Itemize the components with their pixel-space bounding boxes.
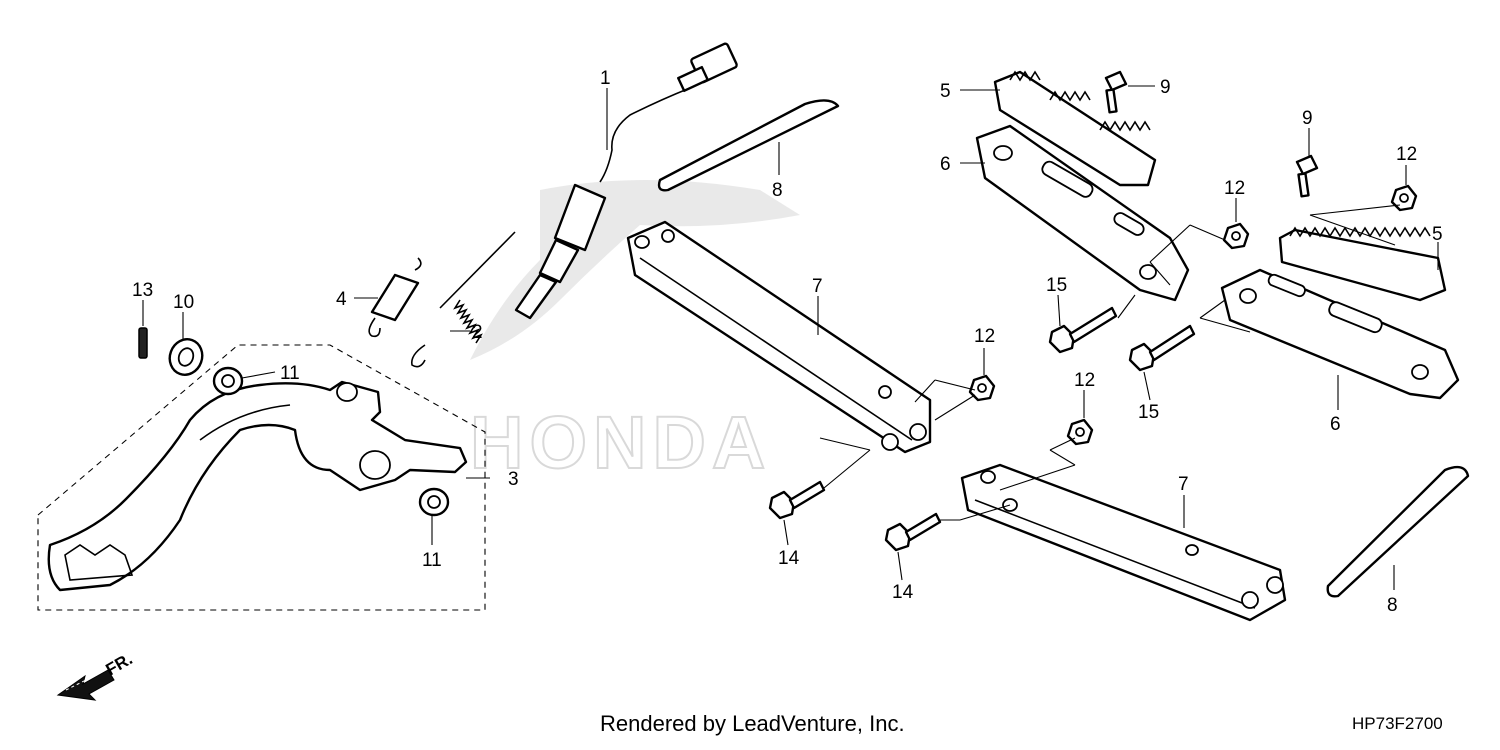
bushing-part-11-lower xyxy=(418,487,450,517)
diagram-code: HP73F2700 xyxy=(1352,714,1443,733)
callout-15-b: 15 xyxy=(1138,402,1159,423)
bushing-part-11-upper xyxy=(212,366,244,396)
callout-9-upper: 9 xyxy=(1160,77,1171,98)
nut-part-12-a xyxy=(1222,222,1250,250)
callout-12-d: 12 xyxy=(1074,370,1095,391)
callout-11-upper: 11 xyxy=(280,363,300,384)
step-bracket-part-6-lower xyxy=(1220,268,1460,400)
callout-10: 10 xyxy=(173,292,194,313)
callout-4: 4 xyxy=(336,289,347,310)
stop-switch-part-1 xyxy=(514,42,738,320)
bolt-part-9-lower xyxy=(1295,154,1319,198)
nut-part-12-b xyxy=(1390,184,1418,212)
callout-3: 3 xyxy=(508,469,519,490)
bolt-part-15-a xyxy=(1048,306,1118,354)
spring-part-2 xyxy=(410,231,516,368)
leader-lines xyxy=(142,85,1439,590)
wing-logo-icon xyxy=(470,180,800,360)
nut-part-12-c xyxy=(968,374,996,402)
bolt-part-14-a xyxy=(768,480,826,520)
callout-12-b: 12 xyxy=(1396,144,1417,165)
bolt-part-15-b xyxy=(1128,324,1196,372)
callout-7-upper: 7 xyxy=(812,276,823,297)
callout-6-lower: 6 xyxy=(1330,414,1341,435)
callout-7-lower: 7 xyxy=(1178,474,1189,495)
nut-part-12-d xyxy=(1066,418,1094,446)
washer-part-10 xyxy=(168,338,204,376)
bolt-part-14-b xyxy=(884,512,942,552)
callout-13: 13 xyxy=(132,280,153,301)
arm-part-7-lower xyxy=(960,463,1287,622)
front-direction-arrow-icon: FR. xyxy=(56,649,136,701)
callout-1: 1 xyxy=(600,68,611,89)
callout-8-lower: 8 xyxy=(1387,595,1398,616)
honda-watermark: HONDA xyxy=(469,180,800,485)
callout-14-b: 14 xyxy=(892,582,914,603)
step-bracket-part-6-upper xyxy=(975,124,1190,302)
callout-11-lower: 11 xyxy=(422,550,442,571)
callout-labels: 1 2 3 4 5 5 6 6 7 7 8 8 9 9 10 11 11 12 … xyxy=(132,68,1443,616)
callout-5-upper: 5 xyxy=(940,81,951,102)
callout-12-c: 12 xyxy=(974,326,995,347)
brake-pedal-part-3 xyxy=(37,344,486,611)
pin-part-13 xyxy=(138,327,148,359)
callout-9-lower: 9 xyxy=(1302,108,1313,129)
callout-14-a: 14 xyxy=(778,548,800,569)
rod-part-8-upper xyxy=(657,99,840,192)
callout-6-upper: 6 xyxy=(940,154,951,175)
watermark-text: HONDA xyxy=(470,401,771,484)
step-plate-part-5-lower xyxy=(1278,226,1447,302)
callout-15-a: 15 xyxy=(1046,275,1067,296)
callout-5-lower: 5 xyxy=(1432,224,1443,245)
callout-8-upper: 8 xyxy=(772,180,783,201)
spring-part-4 xyxy=(368,257,422,338)
rod-part-8-lower xyxy=(1326,465,1470,598)
arm-part-7-upper xyxy=(626,220,932,454)
rendered-by-credit: Rendered by LeadVenture, Inc. xyxy=(600,711,905,736)
callout-2: 2 xyxy=(472,322,483,343)
callout-12-a: 12 xyxy=(1224,178,1245,199)
step-plate-part-5-upper xyxy=(993,70,1157,187)
bolt-part-9-upper xyxy=(1104,70,1128,114)
